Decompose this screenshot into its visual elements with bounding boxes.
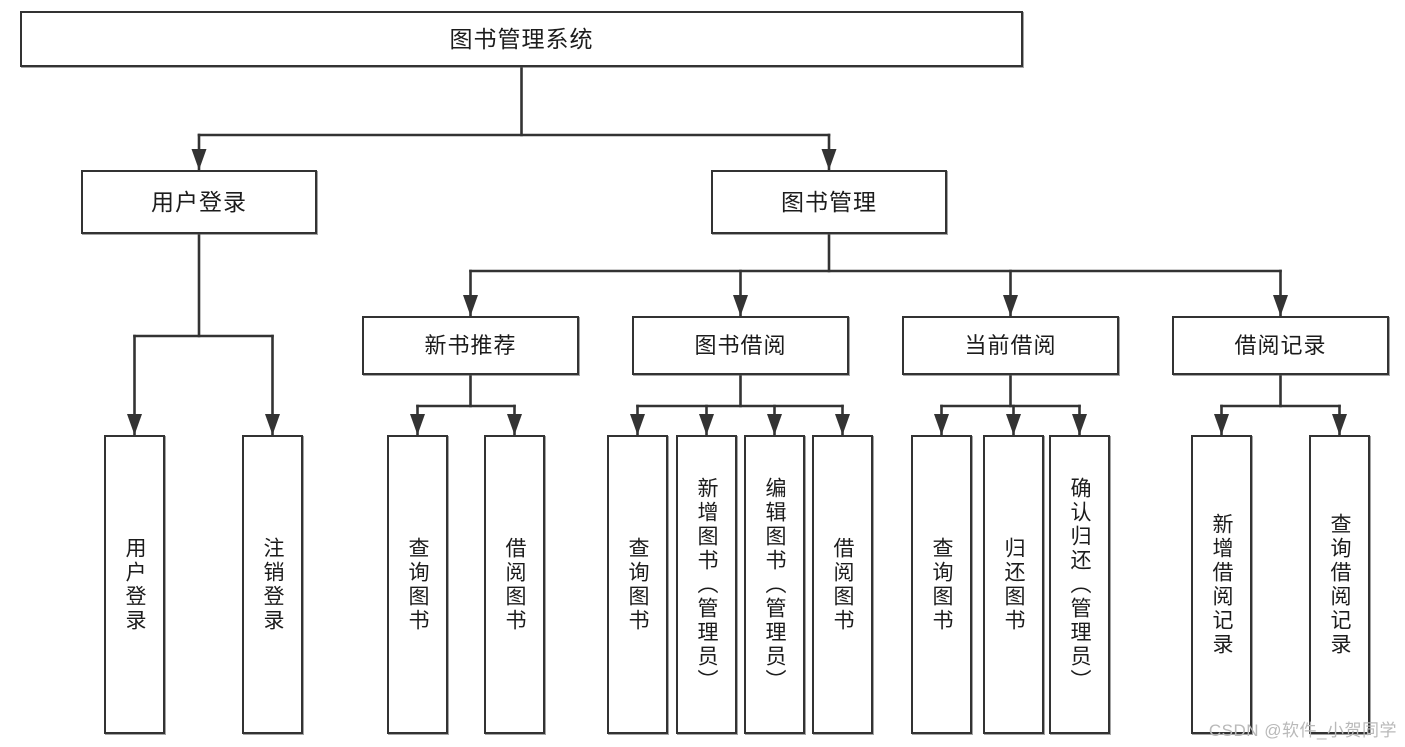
node-label-leaf-cb-return: 归还图书 (1002, 536, 1025, 633)
node-label-leaf-bb-query: 查询图书 (626, 536, 649, 633)
arrowhead-book-borrow (733, 295, 748, 316)
node-leaf-rec-borrow[interactable]: 借阅图书 (484, 435, 545, 734)
arrowhead-leaf-bb-add (699, 414, 714, 435)
arrowhead-leaf-rec-borrow (507, 414, 522, 435)
node-leaf-user-logout[interactable]: 注销登录 (242, 435, 303, 734)
arrowhead-user-login (191, 149, 207, 170)
node-label-leaf-rec-query: 查询图书 (406, 536, 429, 633)
arrowhead-leaf-cb-return (1006, 414, 1021, 435)
node-leaf-br-query[interactable]: 查询借阅记录 (1309, 435, 1370, 734)
arrowhead-leaf-cb-query (934, 414, 949, 435)
node-leaf-cb-confirm[interactable]: 确认归还（管理员） (1049, 435, 1110, 734)
watermark-text: CSDN @软件_小贺同学 (1208, 721, 1397, 740)
node-label-book-manage: 图书管理 (781, 188, 877, 215)
node-leaf-bb-add[interactable]: 新增图书（管理员） (676, 435, 737, 734)
arrowhead-new-book-rec (463, 295, 478, 316)
node-label-leaf-rec-borrow: 借阅图书 (503, 536, 526, 633)
node-label-root: 图书管理系统 (449, 25, 594, 52)
node-leaf-bb-borrow[interactable]: 借阅图书 (812, 435, 873, 734)
node-label-leaf-user-logout: 注销登录 (261, 536, 284, 633)
node-label-leaf-bb-borrow: 借阅图书 (831, 536, 854, 633)
node-label-leaf-bb-edit: 编辑图书（管理员） (763, 476, 786, 693)
node-borrow-record[interactable]: 借阅记录 (1172, 316, 1389, 375)
arrowhead-book-manage (821, 149, 837, 170)
node-current-borrow[interactable]: 当前借阅 (902, 316, 1119, 375)
node-leaf-bb-edit[interactable]: 编辑图书（管理员） (744, 435, 805, 734)
arrowhead-current-borrow (1003, 295, 1018, 316)
node-label-leaf-bb-add: 新增图书（管理员） (695, 476, 718, 693)
node-label-new-book-rec: 新书推荐 (424, 332, 517, 358)
arrowhead-leaf-rec-query (410, 414, 425, 435)
node-leaf-rec-query[interactable]: 查询图书 (387, 435, 448, 734)
node-label-leaf-cb-confirm: 确认归还（管理员） (1068, 476, 1091, 693)
node-leaf-user-login[interactable]: 用户登录 (104, 435, 165, 734)
arrowhead-leaf-cb-confirm (1072, 414, 1087, 435)
arrowhead-leaf-br-add (1214, 414, 1229, 435)
node-label-leaf-br-add: 新增借阅记录 (1210, 512, 1233, 657)
node-label-leaf-cb-query: 查询图书 (930, 536, 953, 633)
node-label-leaf-br-query: 查询借阅记录 (1328, 512, 1351, 657)
node-user-login[interactable]: 用户登录 (81, 170, 317, 234)
arrowhead-leaf-user-logout (265, 414, 280, 435)
node-leaf-cb-return[interactable]: 归还图书 (983, 435, 1044, 734)
node-leaf-cb-query[interactable]: 查询图书 (911, 435, 972, 734)
node-label-current-borrow: 当前借阅 (964, 332, 1057, 358)
node-label-book-borrow: 图书借阅 (694, 332, 787, 358)
arrowhead-leaf-bb-borrow (835, 414, 850, 435)
node-book-manage[interactable]: 图书管理 (711, 170, 947, 234)
node-new-book-rec[interactable]: 新书推荐 (362, 316, 579, 375)
node-root[interactable]: 图书管理系统 (20, 11, 1023, 67)
arrowhead-leaf-bb-edit (767, 414, 782, 435)
node-label-borrow-record: 借阅记录 (1234, 332, 1327, 358)
node-label-user-login: 用户登录 (151, 188, 247, 215)
arrowhead-leaf-br-query (1332, 414, 1347, 435)
node-book-borrow[interactable]: 图书借阅 (632, 316, 849, 375)
node-label-leaf-user-login: 用户登录 (123, 536, 146, 633)
arrowhead-borrow-record (1273, 295, 1288, 316)
arrowhead-leaf-bb-query (630, 414, 645, 435)
node-leaf-bb-query[interactable]: 查询图书 (607, 435, 668, 734)
arrowhead-leaf-user-login (127, 414, 142, 435)
node-leaf-br-add[interactable]: 新增借阅记录 (1191, 435, 1252, 734)
